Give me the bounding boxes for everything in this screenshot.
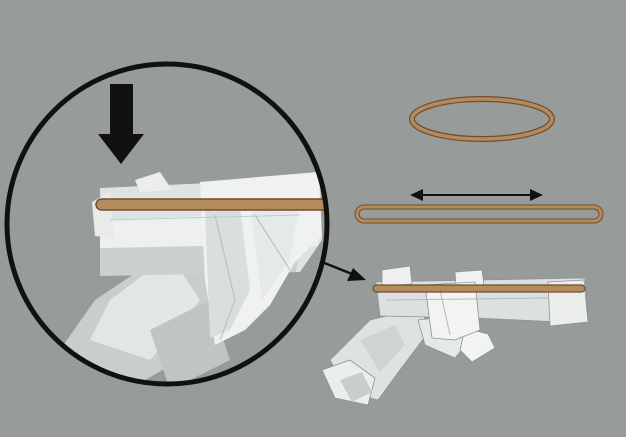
double-headed-arrow-icon [410, 189, 543, 201]
magnifier-circle [4, 61, 330, 387]
pointer-arrow-icon [321, 260, 366, 281]
magnified-gun [60, 172, 327, 384]
rubber-band-loose [409, 96, 555, 142]
magnified-rubber-band [95, 198, 327, 211]
rubber-band-stretched [354, 204, 604, 224]
tape-gun [321, 265, 589, 406]
tape-gun-rubber-band [372, 284, 586, 293]
down-arrow-icon [98, 84, 144, 164]
